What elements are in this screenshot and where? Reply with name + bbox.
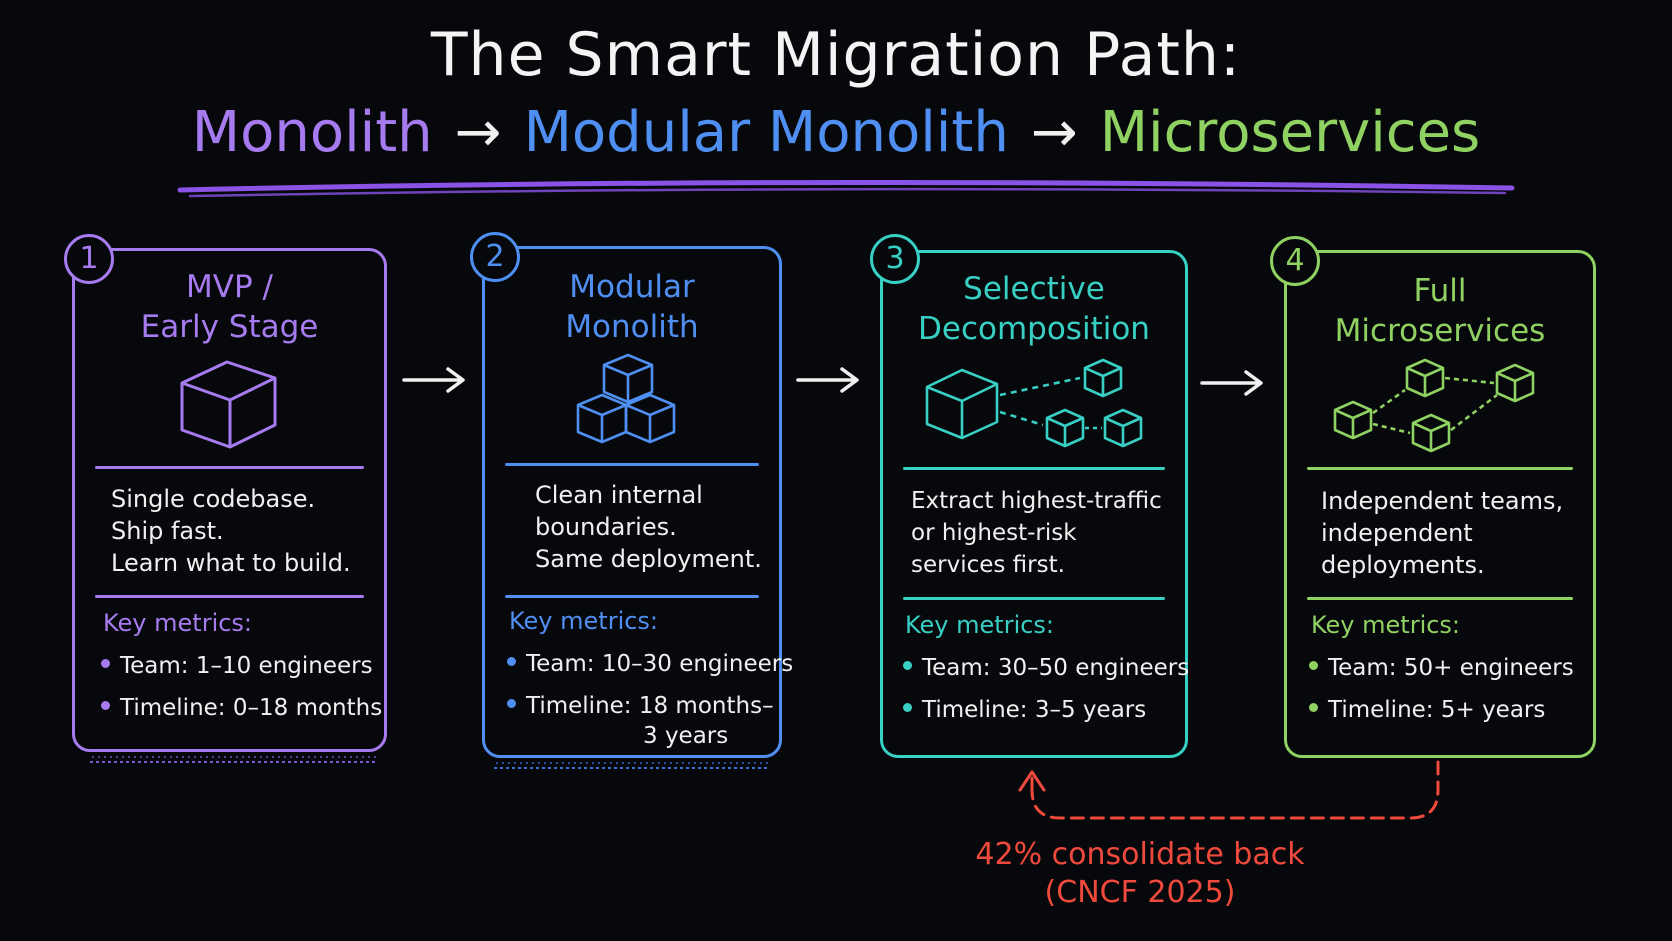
metric-timeline: Timeline: 3–5 years	[903, 695, 1177, 725]
key-metrics-label: Key metrics:	[1311, 611, 1461, 639]
metric-team: Team: 10–30 engineers	[507, 649, 793, 679]
card-2-shadow-hatch	[494, 762, 772, 769]
divider	[505, 595, 759, 598]
metric-text: Team: 30–50 engineers	[922, 655, 1190, 681]
title-underline-2	[188, 187, 1507, 198]
description-line: boundaries.	[535, 513, 677, 541]
flow-arrow-icon	[796, 367, 859, 393]
stage-2-description: Clean internal boundaries. Same deployme…	[535, 479, 765, 575]
divider	[903, 467, 1165, 470]
description-line: Same deployment.	[535, 545, 762, 573]
metric-text: Team: 10–30 engineers	[526, 651, 794, 677]
description-line: Clean internal	[535, 481, 703, 509]
consolidation-note-line-2: (CNCF 2025)	[1044, 875, 1236, 910]
path-arrow-icon: →	[1030, 100, 1078, 165]
metric-text: Team: 1–10 engineers	[120, 653, 373, 679]
bullet-icon	[903, 703, 912, 712]
metric-text: Timeline: 18 months–	[526, 693, 774, 719]
consolidation-note: 42% consolidate back (CNCF 2025)	[930, 836, 1350, 912]
consolidate-back-arrow-icon	[1018, 760, 1440, 820]
divider	[95, 466, 364, 469]
stage-4-description: Independent teams, independent deploymen…	[1321, 485, 1579, 581]
stage-1-heading: MVP / Early Stage	[75, 267, 384, 347]
key-metrics-label: Key metrics:	[905, 611, 1055, 639]
description-line: Single codebase.	[111, 485, 316, 513]
metric-text: 3 years	[643, 723, 729, 749]
stage-3-heading-line-2: Decomposition	[918, 311, 1150, 347]
metric-text: Timeline: 3–5 years	[922, 697, 1147, 723]
description-line: deployments.	[1321, 551, 1485, 579]
stage-1-description: Single codebase. Ship fast. Learn what t…	[111, 483, 370, 579]
path-modular-monolith: Modular Monolith	[523, 100, 1009, 165]
stage-4-heading: Full Microservices	[1287, 271, 1593, 351]
divider	[1307, 467, 1573, 470]
stage-2-heading: Modular Monolith	[485, 267, 779, 347]
title-underline	[177, 179, 1515, 193]
bullet-icon	[101, 701, 110, 710]
bullet-icon	[1309, 703, 1318, 712]
key-metrics-label: Key metrics:	[103, 609, 253, 637]
path-monolith: Monolith	[191, 100, 433, 165]
stage-2-heading-line-1: Modular	[569, 269, 695, 305]
metric-timeline: Timeline: 0–18 months	[101, 693, 382, 723]
divider	[95, 595, 364, 598]
stage-number-badge: 4	[1270, 236, 1320, 286]
stage-1-heading-line-1: MVP /	[186, 269, 273, 305]
divider	[505, 463, 759, 466]
metric-team: Team: 50+ engineers	[1309, 653, 1585, 683]
stage-3-heading-line-1: Selective	[963, 271, 1105, 307]
path-arrow-icon: →	[454, 100, 502, 165]
description-line: Independent teams,	[1321, 487, 1564, 515]
description-line: independent	[1321, 519, 1473, 547]
divider	[903, 597, 1165, 600]
stage-card-3: Selective Decomposition Extract highest-…	[880, 250, 1189, 758]
metric-team: Team: 30–50 engineers	[903, 653, 1189, 683]
stage-1-heading-line-2: Early Stage	[140, 309, 319, 345]
stage-number-badge: 3	[870, 234, 920, 284]
metric-text: Timeline: 0–18 months	[120, 695, 383, 721]
bullet-icon	[507, 657, 516, 666]
description-line: Extract highest-traffic	[911, 488, 1162, 514]
stage-4-heading-line-2: Microservices	[1334, 313, 1546, 349]
metric-timeline: Timeline: 5+ years	[1309, 695, 1585, 725]
stage-2-heading-line-2: Monolith	[565, 309, 699, 345]
bullet-icon	[101, 659, 110, 668]
stage-3-heading: Selective Decomposition	[883, 269, 1185, 349]
description-line: services first.	[911, 552, 1065, 578]
metric-timeline-continued: 3 years	[643, 721, 771, 751]
description-line: Ship fast.	[111, 517, 224, 545]
metric-text: Timeline: 5+ years	[1328, 697, 1546, 723]
divider	[1307, 597, 1573, 600]
stage-4-heading-line-1: Full	[1413, 273, 1467, 309]
stage-number-badge: 2	[470, 232, 520, 282]
migration-path-subtitle: Monolith → Modular Monolith → Microservices	[0, 100, 1672, 165]
bullet-icon	[507, 699, 516, 708]
stage-3-description: Extract highest-traffic or highest-risk …	[911, 485, 1171, 581]
card-1-shadow-hatch	[90, 756, 380, 763]
bullet-icon	[903, 661, 912, 670]
flow-arrow-icon	[402, 367, 465, 393]
diagram-title: The Smart Migration Path:	[430, 20, 1242, 90]
key-metrics-label: Key metrics:	[509, 607, 659, 635]
stage-card-1: MVP / Early Stage Single codebase. Ship …	[72, 248, 387, 752]
stage-card-2: Modular Monolith Clean internal boundari…	[482, 246, 793, 758]
metric-team: Team: 1–10 engineers	[101, 651, 376, 681]
description-line: or highest-risk	[911, 520, 1077, 546]
metric-timeline: Timeline: 18 months–	[507, 691, 774, 721]
metric-text: Team: 50+ engineers	[1328, 655, 1574, 681]
consolidation-note-line-1: 42% consolidate back	[975, 837, 1305, 872]
flow-arrow-icon	[1200, 370, 1263, 396]
path-microservices: Microservices	[1099, 100, 1481, 165]
description-line: Learn what to build.	[111, 549, 351, 577]
bullet-icon	[1309, 661, 1318, 670]
stage-card-4: Full Microservices Independent teams, in…	[1284, 250, 1596, 758]
stage-number-badge: 1	[64, 234, 114, 284]
